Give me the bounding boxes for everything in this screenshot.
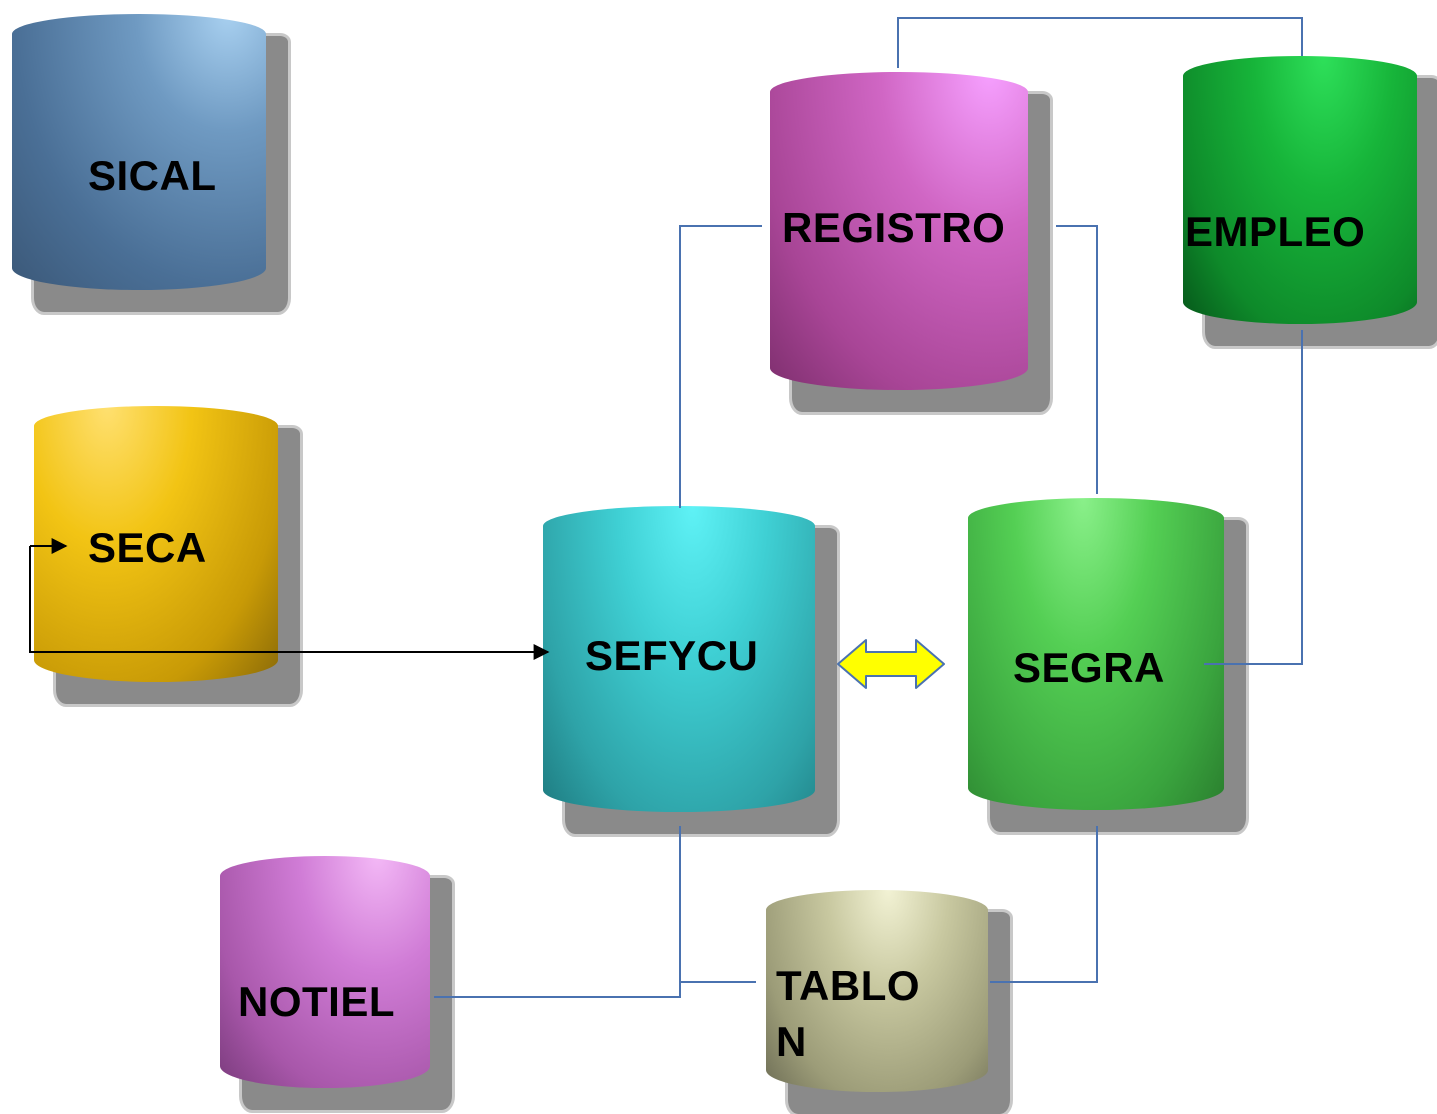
connector-registro-segra	[1056, 225, 1098, 494]
connector-notiel-sefycu	[434, 982, 681, 998]
database-seca-label: SECA	[88, 524, 207, 571]
database-registro: REGISTRO	[770, 72, 1050, 412]
database-sical: SICAL	[12, 14, 288, 312]
connector-sefycu-registro	[679, 225, 762, 508]
database-sical-label: SICAL	[88, 152, 217, 199]
database-empleo: EMPLEO	[1183, 56, 1437, 346]
connector-sefycu-tablon	[679, 826, 756, 983]
database-tablon: TABLO N	[766, 890, 1010, 1114]
database-segra-label: SEGRA	[1013, 644, 1165, 691]
database-tablon-label-line2: N	[776, 1018, 807, 1065]
database-registro-label: REGISTRO	[782, 204, 1006, 251]
database-empleo-label: EMPLEO	[1185, 208, 1366, 255]
database-segra: SEGRA	[968, 498, 1246, 832]
database-tablon-label-line1: TABLO	[776, 962, 921, 1009]
database-notiel-label: NOTIEL	[238, 978, 395, 1025]
database-seca: SECA	[34, 406, 300, 704]
database-notiel: NOTIEL	[220, 856, 452, 1110]
database-sefycu: SEFYCU	[543, 506, 837, 834]
database-sefycu-label: SEFYCU	[585, 632, 759, 679]
double-arrow-sefycu-segra	[837, 639, 945, 689]
